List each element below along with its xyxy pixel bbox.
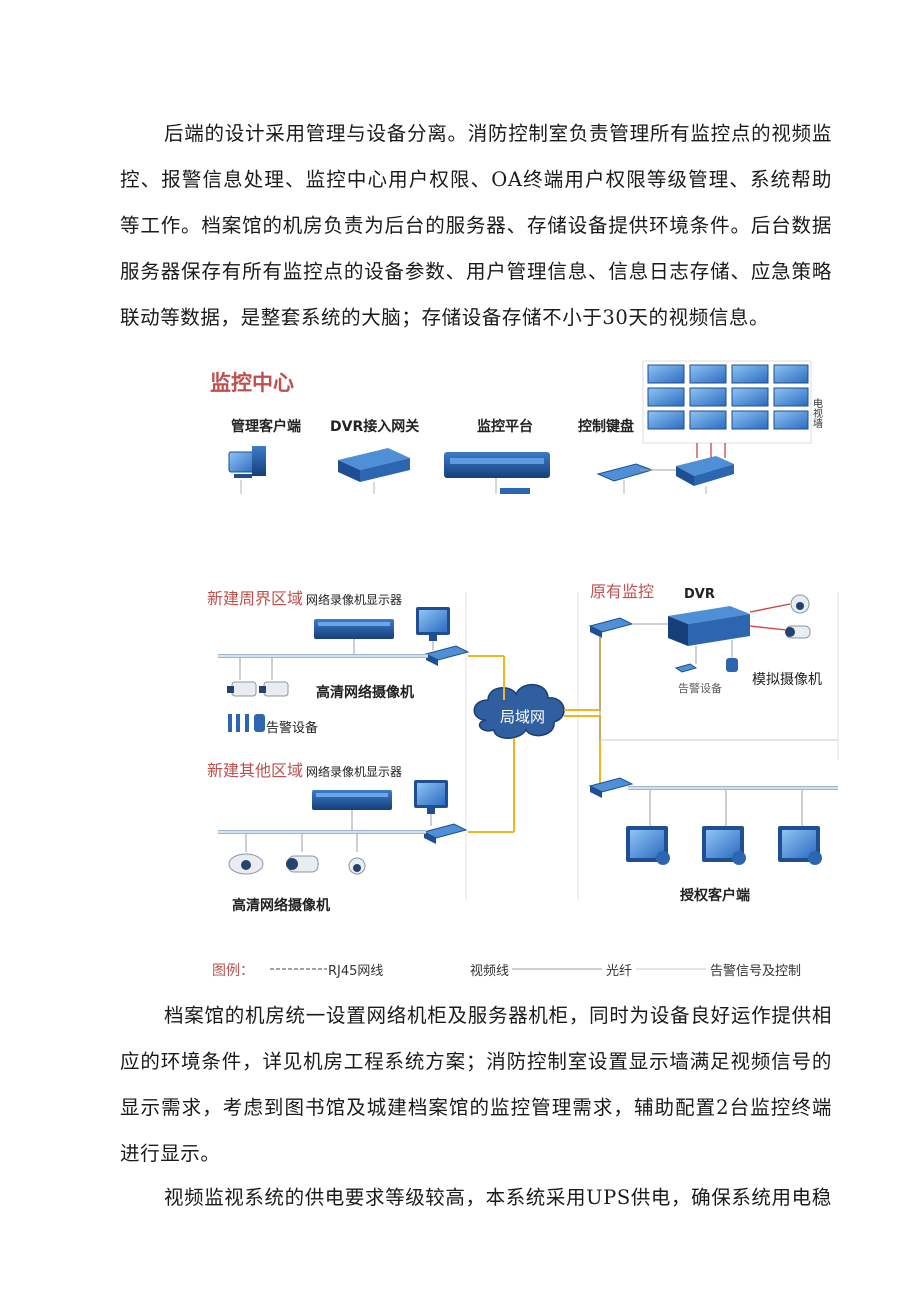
dvr-gateway-icon [338,448,410,482]
auth-client-label: 授权客户端 [680,887,750,904]
legend-video: 视频线 [470,964,510,979]
perimeter-camera-icon [227,681,289,697]
existing-dvr-label: DVR [684,587,715,602]
monitoring-platform-label: 监控平台 [477,418,533,435]
management-client-icon [228,446,266,478]
existing-alarm-label: 告警设备 [678,681,722,695]
legend-fiber: 光纤 [606,964,633,979]
paragraph-machine-room: 档案馆的机房统一设置网络机柜及服务器机柜，同时为设备良好运作提供相应的环境条件，… [120,1004,832,1165]
other-camera-label: 高清网络摄像机 [232,897,330,914]
zone-other-nvr-label: 网络录像机显示器 [306,764,402,779]
legend-title: 图例： [212,963,254,979]
auth-client-monitor-icon [626,826,822,865]
existing-alarm-icon [674,658,738,673]
auth-switch-icon [588,777,634,798]
existing-switch-icon [588,617,634,638]
dvr-gateway-label: DVR接入网关 [330,418,419,435]
video-wall [642,360,812,444]
video-wall-label: 电视墙 [811,397,823,429]
existing-dvr-icon [668,606,750,646]
zone-other-label: 新建其他区域 [207,761,303,780]
other-camera-icon [228,853,366,875]
lan-label: 局域网 [500,708,545,726]
paragraph-power-supply: 视频监视系统的供电要求等级较高，本系统采用UPS供电，确保系统用电稳 [164,1186,832,1209]
perimeter-switch-icon [424,645,470,666]
perimeter-monitor-icon [416,607,450,641]
alarm-device-icon [228,714,265,732]
other-monitor-icon [414,780,448,814]
analog-camera-icon [785,594,811,639]
analog-camera-label: 模拟摄像机 [752,672,822,688]
center-title: 监控中心 [210,371,294,395]
other-nvr-icon [312,790,392,810]
control-keyboard-label: 控制键盘 [578,418,634,435]
lan-cloud-icon [473,684,565,739]
perimeter-camera-label: 高清网络摄像机 [316,684,414,701]
legend-alarm: 告警信号及控制 [710,964,802,979]
perimeter-nvr-icon [314,619,394,639]
paragraph-backend-design: 后端的设计采用管理与设备分离。消防控制室负责管理所有监控点的视频监控、报警信息处… [120,122,832,329]
monitoring-platform-icon [444,452,550,494]
control-keyboard-icon [596,456,734,486]
alarm-device-label: 告警设备 [266,720,318,736]
legend-rj45: RJ45网线 [328,964,384,979]
other-switch-icon [422,823,468,844]
zone-perimeter-nvr-label: 网络录像机显示器 [306,592,402,607]
zone-perimeter-label: 新建周界区域 [207,589,303,608]
existing-monitoring-label: 原有监控 [590,582,654,601]
management-client-label: 管理客户端 [231,418,301,435]
